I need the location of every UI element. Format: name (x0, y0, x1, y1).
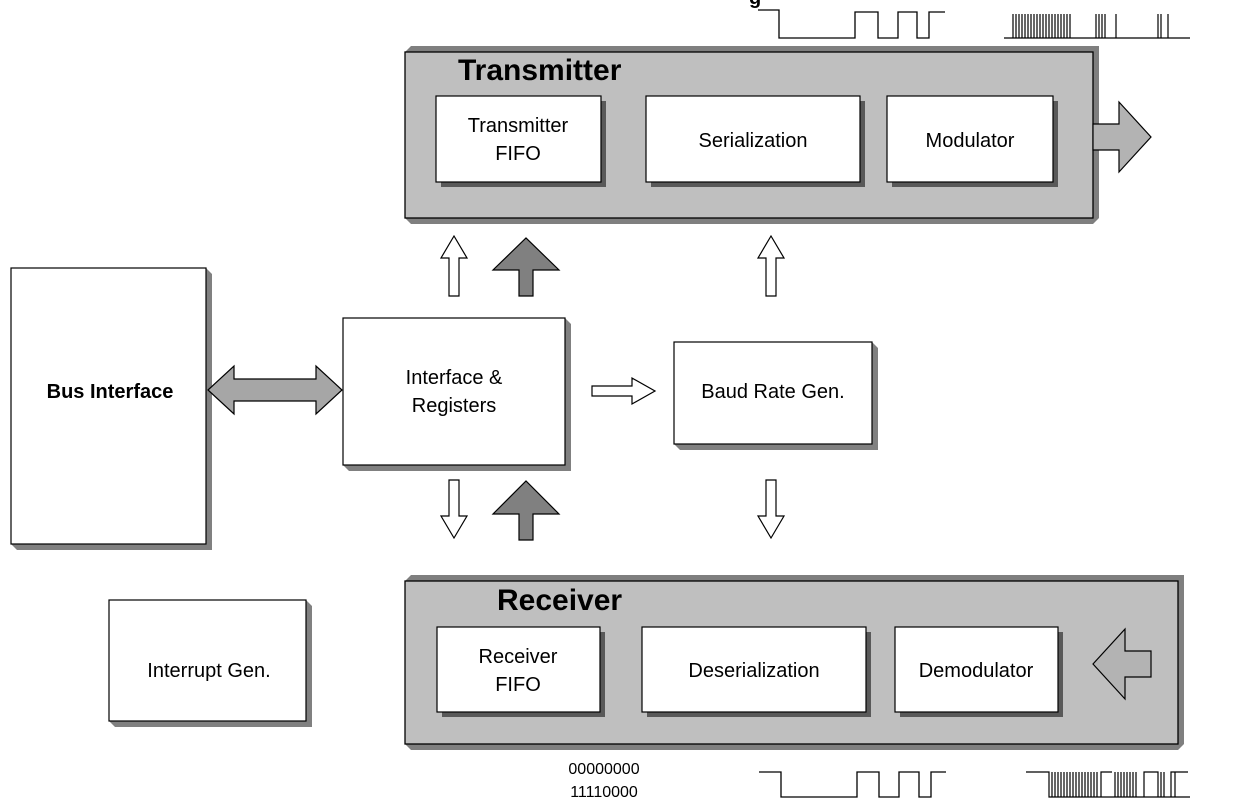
deserialization-label: Deserialization (688, 660, 819, 682)
top-caption-fragment: g (749, 0, 761, 9)
interface-to-baud-hollow-arrow-icon (591, 376, 657, 406)
modulator-box (886, 95, 1058, 187)
receiver-digital-waveform-icon (759, 771, 946, 798)
transmitter-title: Transmitter (458, 54, 622, 87)
baud-to-receiver-hollow-arrow-icon (756, 479, 786, 540)
transmitter-output-arrow-icon (1092, 100, 1152, 174)
interface-to-receiver-hollow-arrow-icon (439, 479, 469, 540)
receiver-to-interface-shaded-arrow-icon (491, 480, 561, 541)
receiver-input-arrow-icon (1092, 627, 1152, 701)
bit-pattern-line2: 11110000 (570, 784, 638, 801)
bus-to-interface-double-headed-arrow-icon (207, 364, 343, 416)
transmitter-fifo-box (435, 95, 606, 187)
receiver-pulse-train-icon (1026, 771, 1190, 798)
modulator-label: Modulator (926, 130, 1015, 152)
interface-to-transmitter-shaded-arrow-icon (491, 237, 561, 297)
bus-interface-label: Bus Interface (47, 381, 174, 403)
interface-registers-label-line1: Interface & (406, 367, 503, 389)
interface-registers-label-line2: Registers (412, 395, 496, 417)
baud-rate-generator-label: Baud Rate Gen. (701, 381, 844, 403)
interrupt-generator-label: Interrupt Gen. (147, 660, 270, 682)
receiver-fifo-label-line1: Receiver (479, 646, 558, 668)
bit-pattern-line1: 00000000 (568, 761, 639, 778)
transmitter-fifo-label-line1: Transmitter (468, 115, 569, 137)
transmitter-pulse-train-icon (1004, 14, 1190, 39)
serialization-box (645, 95, 865, 187)
transmitter-digital-waveform-icon (758, 9, 945, 39)
transmitter-fifo-label-line2: FIFO (495, 143, 541, 165)
receiver-fifo-box (436, 626, 605, 717)
baud-to-transmitter-hollow-arrow-icon (756, 234, 786, 297)
receiver-fifo-label-line2: FIFO (495, 674, 541, 696)
baud-rate-generator-box (673, 341, 878, 450)
interrupt-generator-box (108, 599, 312, 727)
demodulator-label: Demodulator (919, 660, 1034, 682)
bus-interface-box (10, 267, 212, 550)
interface-to-transmitter-hollow-arrow-icon (439, 234, 469, 297)
deserialization-box (641, 626, 871, 717)
demodulator-box (894, 626, 1063, 717)
interface-registers-box (342, 317, 571, 471)
serialization-label: Serialization (699, 130, 808, 152)
receiver-title: Receiver (497, 584, 622, 617)
